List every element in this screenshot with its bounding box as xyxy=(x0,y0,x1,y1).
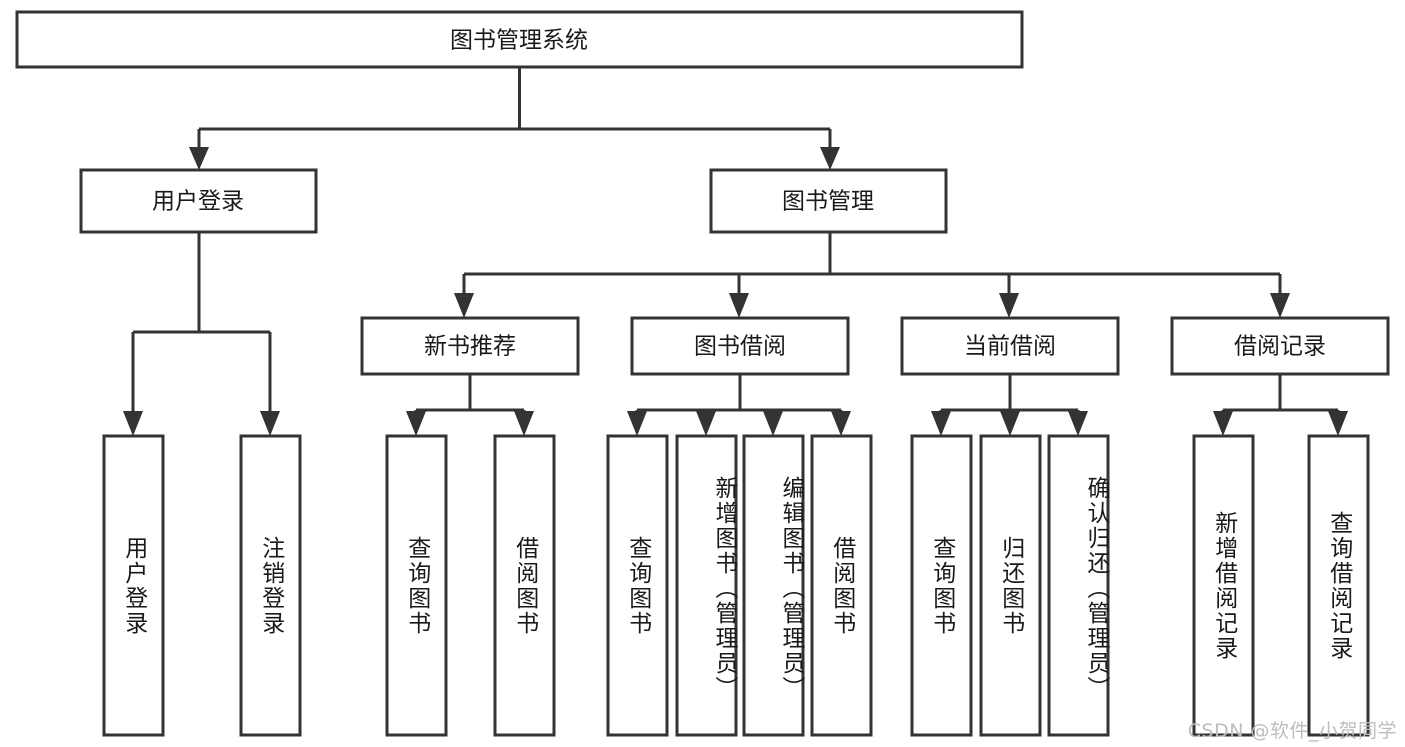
arrow-head-new-book xyxy=(454,293,474,318)
leaf-box-new-book-1[interactable] xyxy=(493,434,556,737)
arrow-head-leaf-book-borrow-0 xyxy=(627,411,647,436)
node-user-login[interactable]: 用户登录 xyxy=(79,168,318,234)
node-root-box[interactable] xyxy=(15,10,1024,69)
node-book-borrow-box[interactable] xyxy=(630,316,850,376)
arrow-head-current-borrow xyxy=(999,293,1019,318)
leaf-box-group-book-borrow xyxy=(606,434,873,737)
node-root-label: 图书管理系统 xyxy=(450,28,588,54)
leaf-box-user-login-0[interactable] xyxy=(102,434,165,737)
node-current-borrow[interactable]: 当前借阅 xyxy=(900,316,1120,376)
node-borrow-records-label: 借阅记录 xyxy=(1234,334,1326,360)
connector-group-book-borrow xyxy=(627,374,851,436)
connector-group-borrow-records xyxy=(1213,374,1348,436)
node-user-login-box[interactable] xyxy=(79,168,318,234)
node-new-book-recommend-label: 新书推荐 xyxy=(424,334,516,360)
node-borrow-records-box[interactable] xyxy=(1170,316,1390,376)
node-book-mgmt[interactable]: 图书管理 xyxy=(709,168,948,234)
connector-group-new-book xyxy=(406,374,534,436)
node-book-borrow[interactable]: 图书借阅 xyxy=(630,316,850,376)
node-borrow-records[interactable]: 借阅记录 xyxy=(1170,316,1390,376)
node-user-login-label: 用户登录 xyxy=(152,189,244,215)
arrow-head-leaf-book-borrow-3 xyxy=(831,411,851,436)
arrow-head-leaf-current-borrow-2 xyxy=(1068,411,1088,436)
leaf-box-book-borrow-0[interactable] xyxy=(606,434,669,737)
leaf-box-borrow-records-1[interactable] xyxy=(1307,434,1370,737)
arrow-head-leaf-borrow-records-1 xyxy=(1328,411,1348,436)
node-current-borrow-box[interactable] xyxy=(900,316,1120,376)
arrow-head-leaf-book-borrow-1 xyxy=(696,411,716,436)
leaf-box-current-borrow-0[interactable] xyxy=(910,434,973,737)
leaf-box-user-login-1[interactable] xyxy=(239,434,302,737)
arrow-head-leaf-new-book-1 xyxy=(514,411,534,436)
arrow-head-book-mgmt xyxy=(820,147,840,170)
arrow-head-leaf-user-login-0 xyxy=(123,411,143,436)
arrow-head-leaf-borrow-records-0 xyxy=(1213,411,1233,436)
node-root[interactable]: 图书管理系统 xyxy=(15,10,1024,69)
leaf-box-book-borrow-2[interactable] xyxy=(742,434,805,737)
leaf-box-group-new-book xyxy=(385,434,556,737)
arrow-head-borrow-records xyxy=(1270,293,1290,318)
node-new-book-recommend[interactable]: 新书推荐 xyxy=(360,316,580,376)
leaf-box-book-borrow-1[interactable] xyxy=(675,434,738,737)
node-book-borrow-label: 图书借阅 xyxy=(694,334,786,360)
node-current-borrow-label: 当前借阅 xyxy=(964,334,1056,360)
arrow-head-leaf-current-borrow-0 xyxy=(931,411,951,436)
arrow-head-leaf-current-borrow-1 xyxy=(1000,411,1020,436)
leaf-box-group-borrow-records xyxy=(1192,434,1370,737)
leaf-box-borrow-records-0[interactable] xyxy=(1192,434,1255,737)
node-book-mgmt-box[interactable] xyxy=(709,168,948,234)
connector-group-book-mgmt xyxy=(454,232,1290,318)
leaf-box-current-borrow-1[interactable] xyxy=(979,434,1042,737)
watermark-text: CSDN @软件_小贺同学 xyxy=(1187,720,1397,742)
node-new-book-recommend-box[interactable] xyxy=(360,316,580,376)
arrow-head-book-borrow xyxy=(729,293,749,318)
arrow-head-user-login xyxy=(189,147,209,170)
leaf-box-new-book-0[interactable] xyxy=(385,434,448,737)
connector-group-current-borrow xyxy=(931,374,1088,436)
arrow-head-leaf-user-login-1 xyxy=(260,411,280,436)
connector-group-user-login xyxy=(123,232,280,436)
node-book-mgmt-label: 图书管理 xyxy=(782,189,874,215)
leaf-box-group-user-login xyxy=(102,434,302,737)
arrow-head-leaf-book-borrow-2 xyxy=(763,411,783,436)
arrow-head-leaf-new-book-0 xyxy=(406,411,426,436)
leaf-box-book-borrow-3[interactable] xyxy=(810,434,873,737)
leaf-box-current-borrow-2[interactable] xyxy=(1047,434,1110,737)
connector-group-root xyxy=(189,67,840,170)
leaf-box-group-current-borrow xyxy=(910,434,1110,737)
